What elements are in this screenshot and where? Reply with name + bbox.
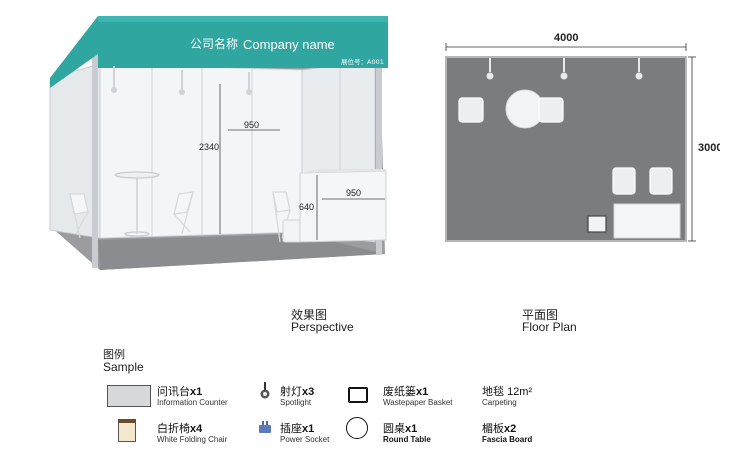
fascia-side <box>50 16 98 88</box>
legend-item-fascia: 楣板x2 <box>482 423 517 435</box>
dim-width: 4000 <box>554 32 578 44</box>
round-table <box>505 89 545 129</box>
legend-item-socket-en: Power Socket <box>280 435 330 444</box>
legend-item-chair: 白折椅x4 <box>157 423 203 435</box>
counter-icon <box>107 385 151 407</box>
perspective-caption-en: Perspective <box>291 320 354 334</box>
legend-item-chair-en: White Folding Chair <box>157 435 228 444</box>
legend-item-basket-en: Wastepaper Basket <box>383 398 453 407</box>
legend-item-counter: 问讯台x1 <box>157 386 203 398</box>
folding-chair <box>458 97 673 195</box>
legend-item-spotlight-en: Spotlight <box>280 398 312 407</box>
round-table-icon <box>346 417 368 439</box>
legend-item-spotlight: 射灯x3 <box>280 386 315 398</box>
dim-counter-height: 640 <box>299 202 314 212</box>
dim-counter-width: 950 <box>346 188 361 198</box>
wastepaper-basket <box>587 215 607 233</box>
floorplan-caption-cn: 平面图 <box>522 308 559 322</box>
booth-floorplan: 4000 3000 <box>445 32 720 242</box>
left-wall <box>49 63 101 239</box>
front-post-right <box>376 54 382 254</box>
fascia-company-en: Company name <box>243 37 335 52</box>
fascia-booth-no: 展位号：A001 <box>341 57 384 66</box>
legend-item-table: 圆桌x1 <box>383 423 418 435</box>
perspective-caption-cn: 效果图 <box>291 308 328 322</box>
legend-item-carpet: 地毯 12m² <box>482 386 533 398</box>
dim-wall: 950 <box>244 120 259 130</box>
spotlight-icon <box>260 382 270 399</box>
basket-icon <box>348 387 368 403</box>
legend-item-counter-en: Information Counter <box>157 398 228 407</box>
wastepaper-basket <box>282 219 302 243</box>
legend-item-fascia-en: Fascia Board <box>482 435 533 444</box>
legend-item-carpet-en: Carpeting <box>482 398 517 407</box>
fascia-front <box>98 16 388 68</box>
legend-item-socket: 插座x1 <box>280 423 315 435</box>
spotlight <box>111 66 252 95</box>
booth-perspective: 公司名称 Company name 展位号：A001 2340 950 640 … <box>49 16 388 270</box>
fascia-company-name: 公司名称 <box>190 36 238 51</box>
legend-item-basket: 废纸篓x1 <box>383 386 429 398</box>
legend-title-cn: 图例 <box>103 349 125 361</box>
folding-chair <box>69 191 291 243</box>
dim-height: 2340 <box>199 142 219 152</box>
dim-depth: 3000 <box>698 142 720 154</box>
round-table <box>114 171 160 237</box>
front-post-left <box>92 54 98 268</box>
information-counter <box>299 170 387 243</box>
chair-icon <box>118 419 136 442</box>
information-counter <box>613 203 681 239</box>
socket-icon <box>259 421 271 433</box>
spotlight <box>486 58 643 80</box>
floorplan-caption-en: Floor Plan <box>522 320 577 334</box>
legend-title-en: Sample <box>103 360 144 374</box>
legend-item-table-en: Round Table <box>383 435 431 444</box>
